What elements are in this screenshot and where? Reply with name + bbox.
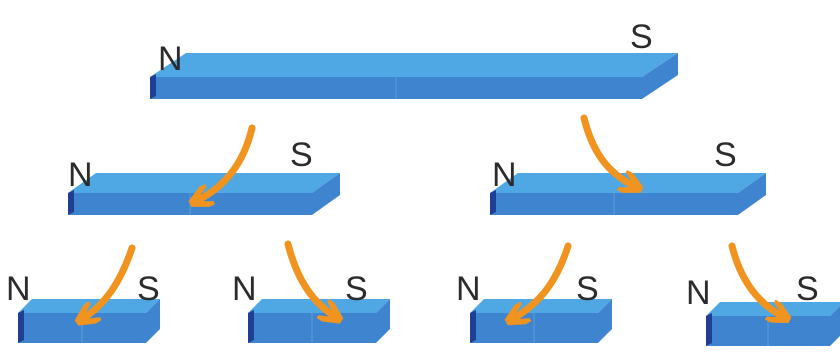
south-pole-label: S <box>345 270 368 308</box>
north-pole-label: N <box>68 156 93 194</box>
magnet-north-end <box>706 313 712 346</box>
magnet-top-face <box>150 53 678 77</box>
magnet-north-end <box>490 190 496 215</box>
magnet-end-face <box>642 53 678 99</box>
magnet-north-end <box>18 310 24 343</box>
split-arrow-middle-left-to-bottom-1 <box>84 244 136 318</box>
split-arrow-top-to-middle-right <box>580 114 634 186</box>
north-pole-label: N <box>686 274 711 312</box>
magnet-north-end <box>470 310 476 343</box>
north-pole-label: N <box>232 270 257 308</box>
magnet-end-face <box>376 299 390 343</box>
magnet-north-end <box>150 74 156 99</box>
magnet-top-face <box>68 173 340 193</box>
magnet-end-face <box>598 299 612 343</box>
magnet-end-face <box>146 299 160 343</box>
split-arrow-middle-right-to-bottom-3 <box>514 242 572 318</box>
magnet-end-face <box>738 173 766 215</box>
south-pole-label: S <box>137 270 160 308</box>
south-pole-label: S <box>290 136 313 174</box>
north-pole-label: N <box>6 270 31 308</box>
split-arrow-middle-right-to-bottom-4 <box>728 242 782 316</box>
south-pole-label: S <box>796 270 819 308</box>
magnet-north-end <box>68 190 74 215</box>
north-pole-label: N <box>158 40 183 78</box>
magnet-end-face <box>312 173 340 215</box>
south-pole-label: S <box>714 136 737 174</box>
split-arrow-middle-left-to-bottom-2 <box>284 240 334 316</box>
south-pole-label: S <box>630 18 653 56</box>
bar-magnet-middle-right <box>490 173 766 215</box>
magnet-end-face <box>830 306 840 346</box>
bar-magnet-top <box>150 53 678 99</box>
bar-magnet-bottom-3 <box>470 299 612 343</box>
north-pole-label: N <box>456 270 481 308</box>
south-pole-label: S <box>576 270 599 308</box>
split-arrow-top-to-middle-left <box>198 124 256 200</box>
magnet-north-end <box>248 310 254 343</box>
north-pole-label: N <box>492 156 517 194</box>
